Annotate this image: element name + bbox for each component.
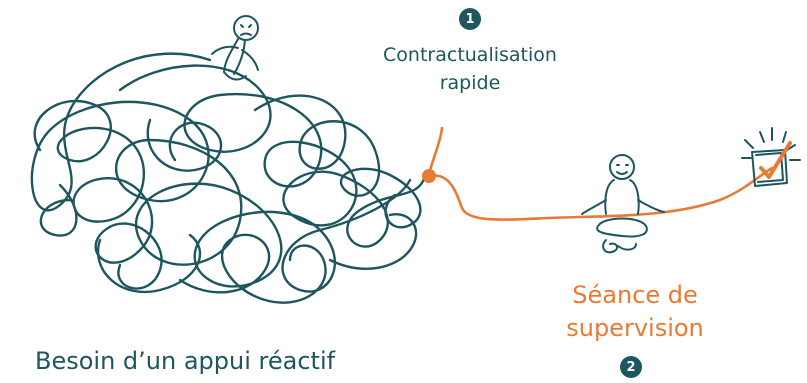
step-1-marker-dot xyxy=(422,169,436,183)
orange-thread xyxy=(427,126,774,221)
step-2-number: 2 xyxy=(626,359,636,375)
step-1-label-line2: rapide xyxy=(439,72,501,94)
checked-box-icon xyxy=(741,127,801,187)
meditating-person-icon xyxy=(581,154,665,254)
step-1-badge: 1 xyxy=(459,8,481,30)
stressed-person-icon xyxy=(211,15,259,81)
caption: Besoin d’un appui réactif xyxy=(35,347,336,375)
step-1-number: 1 xyxy=(465,11,475,27)
step-2-badge: 2 xyxy=(620,356,642,378)
step-2-label-line2: supervision xyxy=(566,314,704,342)
step-2-label-line1: Séance de xyxy=(572,281,698,309)
step-1-label-line1: Contractualisation xyxy=(383,44,557,66)
tangled-thread-icon xyxy=(30,52,427,304)
